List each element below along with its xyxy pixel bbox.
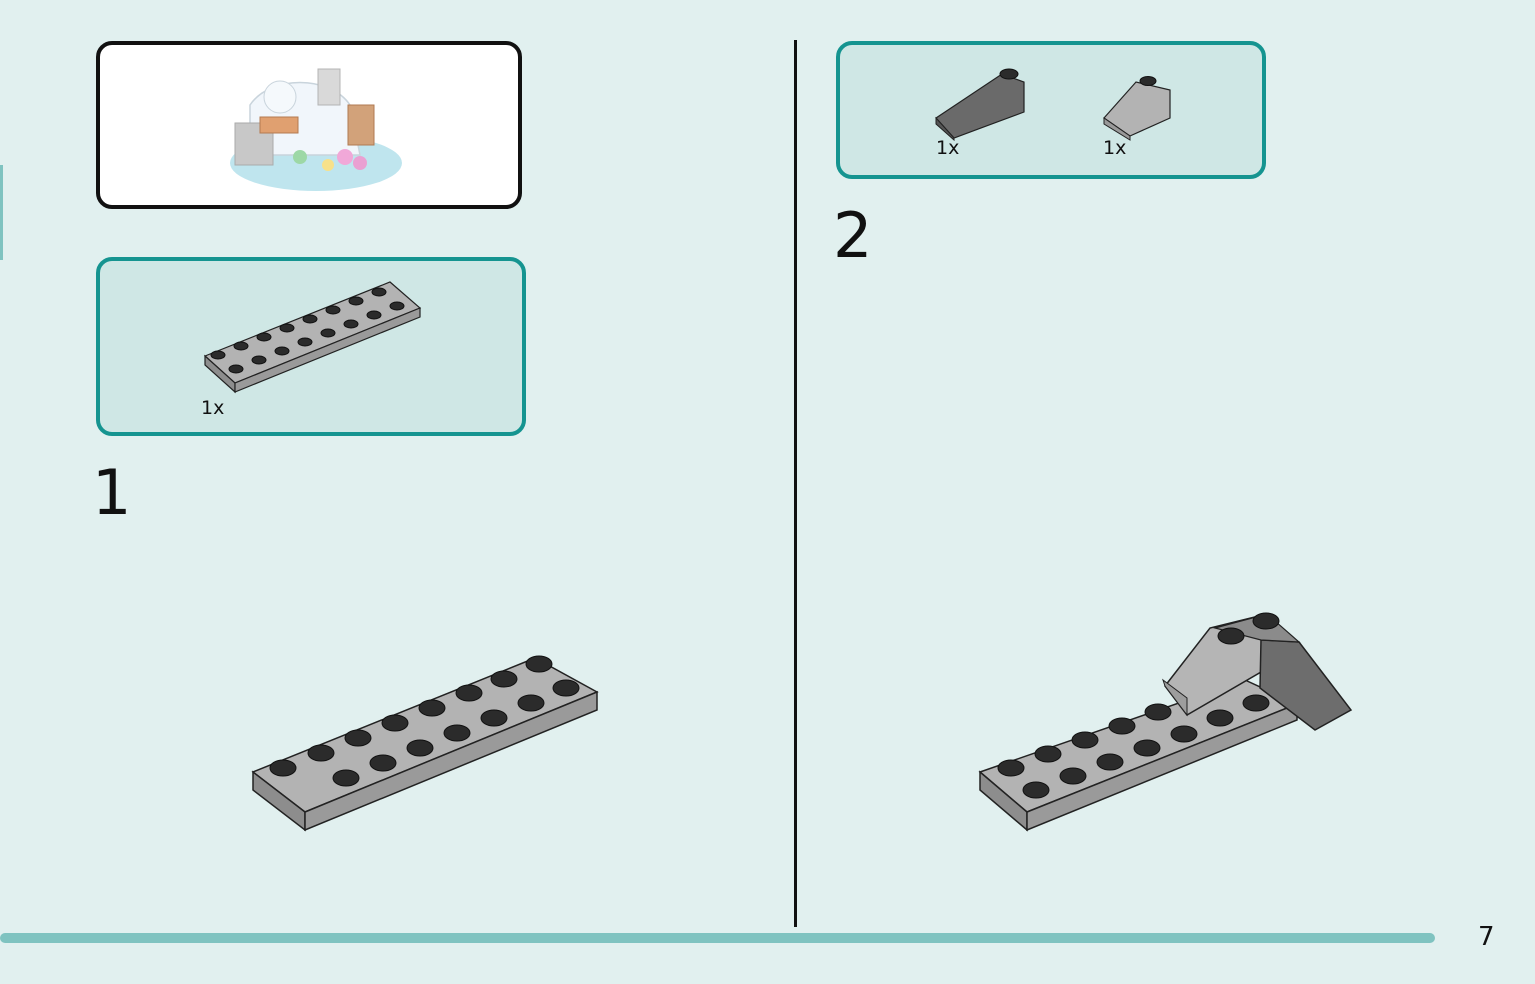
left-edge-tab: [0, 165, 3, 260]
step1-part-qty: 1x: [201, 397, 225, 419]
page-number: 7: [1478, 922, 1495, 952]
model-preview-illustration: [230, 68, 402, 191]
step2-assembly: [978, 612, 1353, 832]
step1-number: 1: [92, 456, 132, 529]
step2-part2-qty: 1x: [1103, 137, 1127, 159]
model-preview-box: [96, 41, 522, 209]
step2-number: 2: [833, 199, 873, 272]
step1-assembly-plate: [251, 655, 599, 832]
plate-2x8-icon: [203, 281, 422, 394]
step1-parts-box: 1x: [96, 257, 526, 436]
slope-dark-gray-icon: [935, 68, 1025, 142]
slope-light-gray-icon: [1103, 76, 1171, 141]
step2-parts-box: 1x 1x: [836, 41, 1266, 179]
bottom-progress-bar: [0, 933, 1435, 943]
page-divider: [794, 40, 797, 927]
step2-part1-qty: 1x: [936, 137, 960, 159]
